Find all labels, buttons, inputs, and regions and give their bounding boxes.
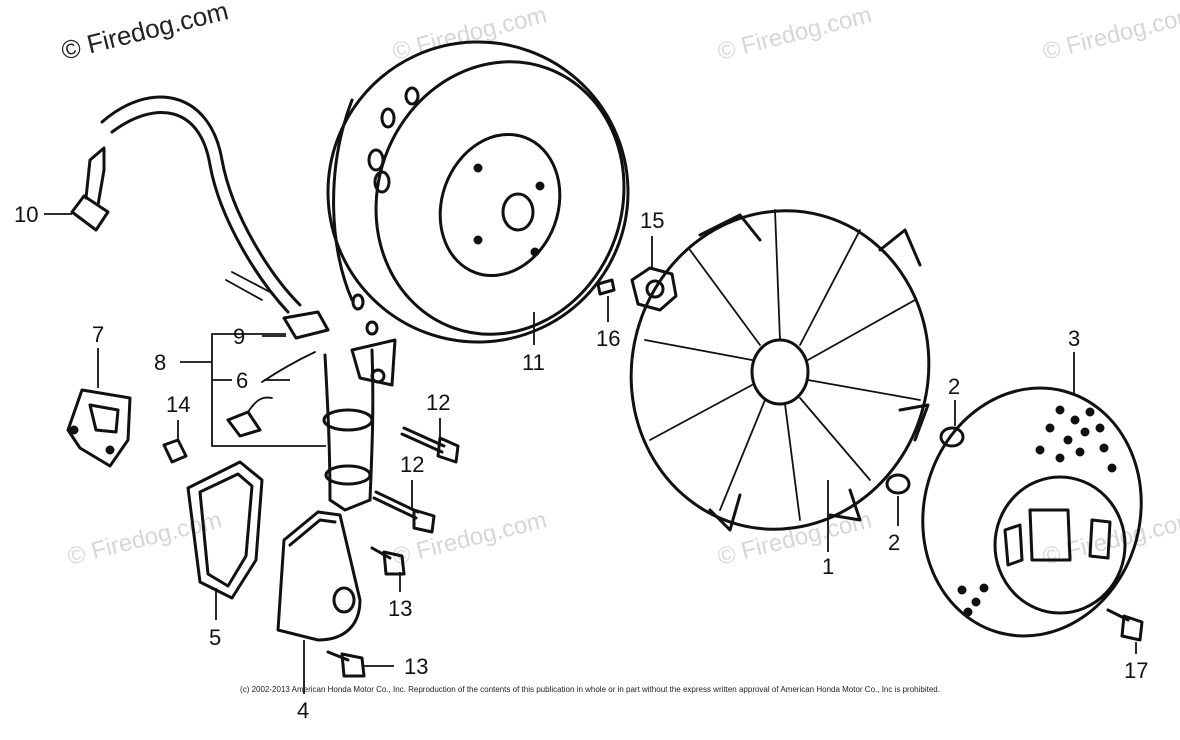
copyright-notice: (c) 2002-2013 American Honda Motor Co., … — [240, 685, 940, 694]
gasket-part — [186, 460, 264, 600]
watermark: © Firedog.com — [715, 1, 875, 65]
ignition-coil-part — [225, 271, 397, 512]
watermarks: © Firedog.com © Firedog.com © Firedog.co… — [58, 0, 1180, 571]
collar-part-2-upper — [939, 426, 965, 448]
callout-numbers: 10 7 14 8 9 6 5 4 11 12 12 13 13 16 15 1… — [14, 202, 1148, 723]
nut-part-15 — [630, 266, 678, 312]
watermark: © Firedog.com — [65, 506, 225, 570]
callout-12-lower: 12 — [400, 452, 424, 477]
bolt-part-12-lower — [372, 490, 436, 534]
callout-15: 15 — [640, 208, 664, 233]
key-part-16 — [596, 278, 616, 296]
watermark: © Firedog.com — [1040, 1, 1180, 65]
callout-5: 5 — [209, 625, 221, 650]
callout-16: 16 — [596, 326, 620, 351]
bolt-part-12-upper — [400, 426, 460, 464]
callout-17: 17 — [1124, 658, 1148, 683]
flywheel-part — [326, 40, 630, 344]
callout-13-upper: 13 — [388, 596, 412, 621]
callout-11: 11 — [522, 350, 545, 375]
callout-3: 3 — [1068, 326, 1080, 351]
callout-6: 6 — [236, 368, 248, 393]
bolt-part-13-upper — [370, 546, 406, 576]
callout-1: 1 — [822, 554, 834, 579]
cooling-fan-part — [629, 209, 931, 532]
callout-2-upper: 2 — [948, 374, 960, 399]
bolt-part-17 — [1106, 608, 1144, 642]
callout-2-lower: 2 — [888, 530, 900, 555]
pulser-unit-part — [66, 388, 132, 468]
coil-cover-part — [276, 510, 362, 642]
collar-part-2-lower — [885, 473, 911, 495]
screw-part-14 — [162, 438, 188, 464]
callout-4: 4 — [297, 698, 309, 723]
leader-lines — [44, 213, 1137, 694]
watermark: © Firedog.com — [715, 506, 875, 570]
callout-14: 14 — [166, 392, 190, 417]
callout-8: 8 — [154, 350, 166, 375]
callout-13-lower: 13 — [404, 654, 428, 679]
callout-7: 7 — [92, 322, 104, 347]
starter-pulley-part — [921, 386, 1143, 638]
spark-plug-cap-part — [70, 95, 302, 314]
watermark-top-left: © Firedog.com — [58, 0, 231, 66]
callout-10: 10 — [14, 202, 38, 227]
bolt-part-13-lower — [326, 650, 366, 678]
callout-9: 9 — [233, 324, 245, 349]
callout-12-upper: 12 — [426, 390, 450, 415]
